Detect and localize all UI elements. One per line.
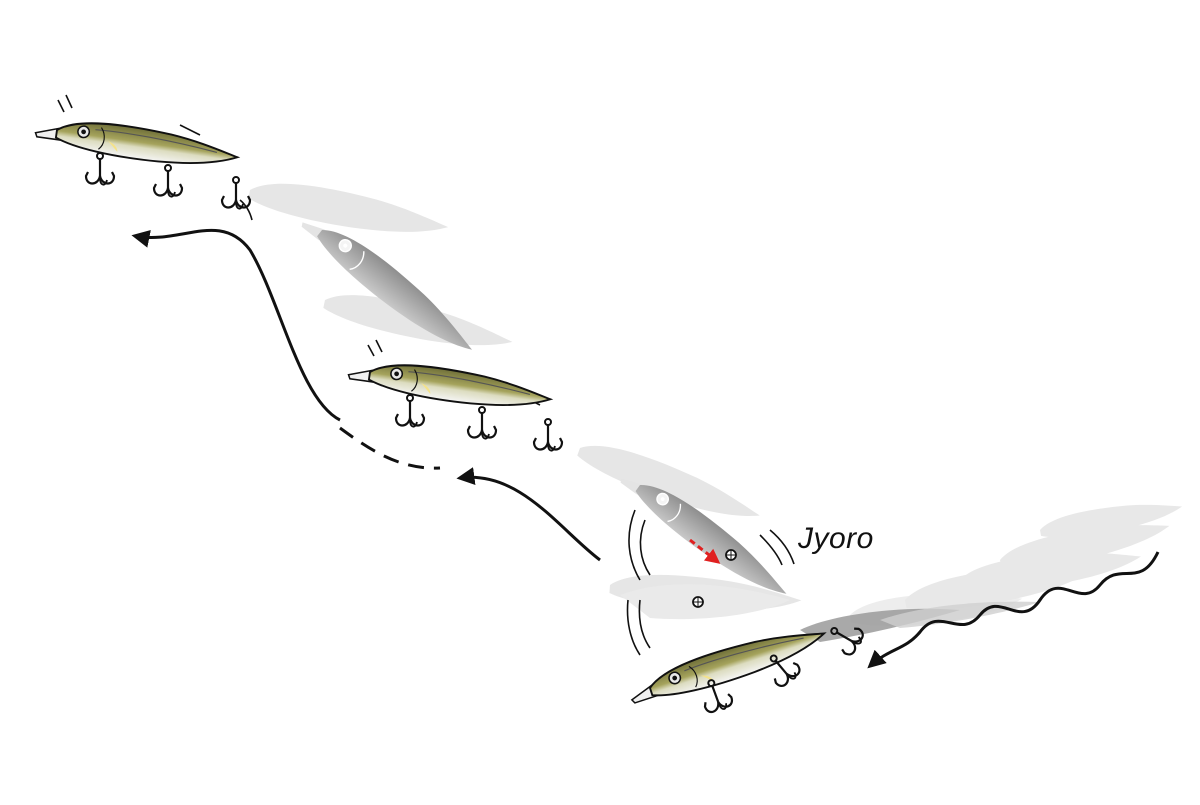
jyoro-label: Jyoro xyxy=(798,522,874,555)
wavy-retrieve-line-icon xyxy=(867,551,1160,669)
motion-arrow-icon-upper xyxy=(131,228,341,422)
lure-icon-top xyxy=(32,112,252,210)
weight-ball-icon xyxy=(692,549,737,608)
ghost-lure-lower-white xyxy=(620,584,790,620)
lure-icon-middle xyxy=(345,354,564,452)
weight-shift-arrow xyxy=(689,538,721,564)
motion-arrow-icon-lower xyxy=(456,467,601,562)
motion-arrow-dashed xyxy=(339,426,441,470)
